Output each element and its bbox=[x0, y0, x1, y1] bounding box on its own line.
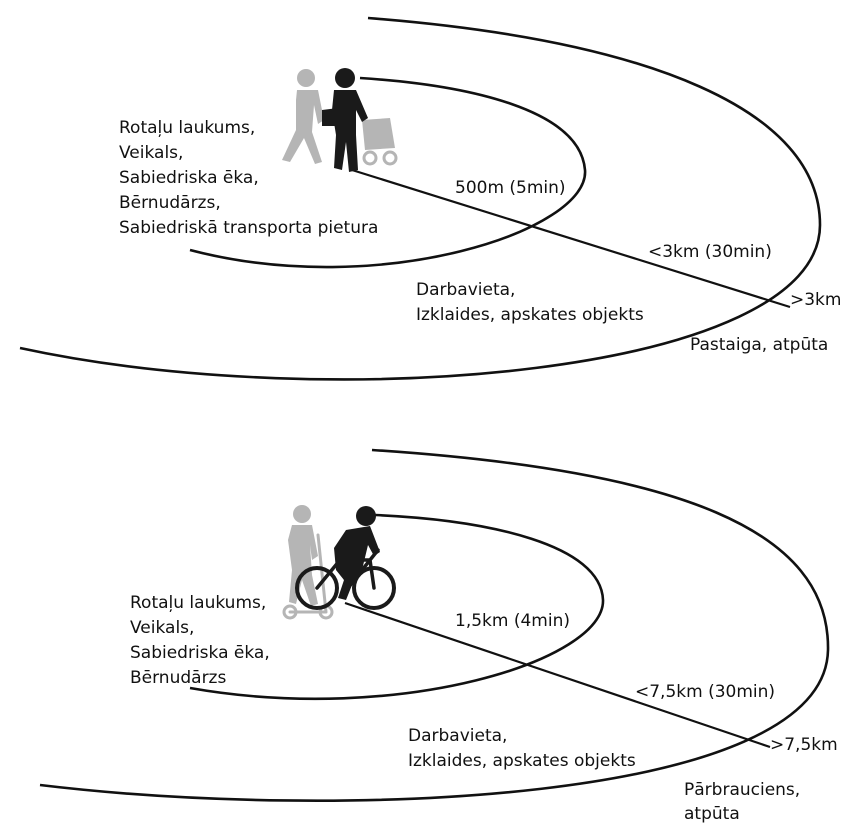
walking-zone1-place: Rotaļu laukums, bbox=[119, 118, 255, 138]
walking-zone3-place: Pastaiga, atpūta bbox=[690, 335, 828, 355]
cycling-zone2-place: Darbavieta, bbox=[408, 726, 507, 746]
cycling-zone2-ring bbox=[39, 448, 830, 802]
walking-distance2-label: <3km (30min) bbox=[648, 242, 772, 262]
cycling-zone3-place: atpūta bbox=[684, 804, 740, 824]
walking-zone1-place: Veikals, bbox=[119, 143, 183, 163]
cycling-distance1-label: 1,5km (4min) bbox=[455, 611, 570, 631]
cycling-zone1-place: Bērnudārzs bbox=[130, 668, 226, 688]
cycling-zone3-place: Pārbrauciens, bbox=[684, 780, 800, 800]
walking-zone1-place: Sabiedriska ēka, bbox=[119, 168, 259, 188]
cycling-zone1-place: Rotaļu laukums, bbox=[130, 593, 266, 613]
cycling-distance2-label: <7,5km (30min) bbox=[635, 682, 775, 702]
walking-zone2-place: Darbavieta, bbox=[416, 280, 515, 300]
walking-distance3-label: >3km bbox=[790, 290, 841, 310]
walking-distance1-label: 500m (5min) bbox=[455, 178, 566, 198]
pedestrians-with-stroller-icon bbox=[282, 68, 398, 172]
cycling-zone2-place: Izklaides, apskates objekts bbox=[408, 751, 636, 771]
cycling-distance3-label: >7,5km bbox=[770, 735, 838, 755]
walking-zone2-place: Izklaides, apskates objekts bbox=[416, 305, 644, 325]
walking-section: Rotaļu laukums, Veikals, Sabiedriska ēka… bbox=[19, 16, 841, 381]
walking-zone2-ring bbox=[19, 16, 822, 381]
cycling-distance-ray bbox=[344, 601, 771, 749]
cyclist-and-scooter-icon bbox=[282, 505, 396, 620]
walking-distance-ray bbox=[351, 168, 791, 309]
cycling-zone1-place: Sabiedriska ēka, bbox=[130, 643, 270, 663]
cycling-zone1-ring bbox=[189, 513, 605, 701]
walking-zone1-place: Sabiedriskā transporta pietura bbox=[119, 218, 378, 238]
cycling-zone1-place: Veikals, bbox=[130, 618, 194, 638]
cycling-section: Rotaļu laukums, Veikals, Sabiedriska ēka… bbox=[39, 448, 838, 824]
walking-zone1-ring bbox=[189, 76, 587, 269]
walking-zone1-place: Bērnudārzs, bbox=[119, 193, 221, 213]
